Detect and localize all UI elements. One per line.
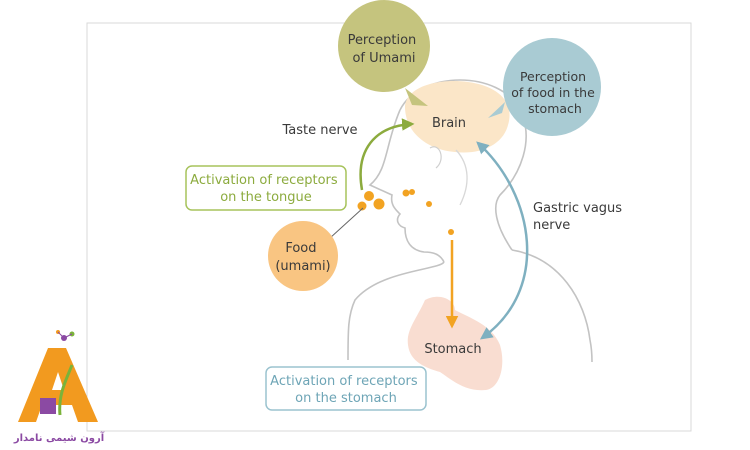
- brain-stem: [455, 149, 468, 206]
- gastric-vagus-line2: nerve: [533, 218, 570, 233]
- brain-label: Brain: [432, 116, 466, 131]
- svg-text:Activation of receptors on: Activation of receptors on the tongue: [190, 173, 342, 205]
- stomach-receptors-line1: Activation of receptors: [270, 374, 418, 389]
- ear-outline: [429, 146, 442, 169]
- perception-stomach-line2: of food in the: [511, 85, 595, 100]
- svg-text:Perception of Umami: Perception of Umami: [348, 33, 421, 66]
- svg-text:Gastric vagus nerve: Gastric vagus nerve: [533, 201, 626, 233]
- food-pointer-line: [329, 207, 364, 239]
- umami-pointer: [405, 88, 428, 106]
- taste-nerve-label: Taste nerve: [281, 123, 357, 138]
- svg-text:Perception of food in the: Perception of food in the stomach: [511, 69, 599, 116]
- perception-stomach-line3: stomach: [528, 101, 582, 116]
- taste-nerve-arrow: [359, 118, 415, 191]
- tongue-receptors-line2: on the tongue: [220, 190, 312, 205]
- perception-umami-line2: of Umami: [352, 51, 415, 66]
- stomach-shape: [407, 296, 503, 391]
- gastric-vagus-line1: Gastric vagus: [533, 201, 622, 216]
- perception-stomach-circle: [503, 38, 601, 136]
- stomach-label: Stomach: [424, 342, 481, 357]
- gastric-vagus-arrow: [476, 141, 529, 340]
- stomach-receptors-line2: on the stomach: [295, 391, 397, 406]
- logo-text: آرون شیمی نامدار: [13, 431, 105, 444]
- perception-umami-line1: Perception: [348, 33, 417, 48]
- tongue-receptors-line1: Activation of receptors: [190, 173, 338, 188]
- tongue-receptors-box: [185, 165, 347, 211]
- perception-umami-circle: [338, 0, 430, 92]
- brain-shape: [405, 81, 510, 153]
- food-line2: (umami): [275, 259, 330, 274]
- stomach-receptors-box: [265, 366, 427, 411]
- svg-text:Food (umami): Food (umami): [275, 241, 330, 274]
- stomach-perception-pointer: [488, 102, 505, 118]
- food-line1: Food: [285, 241, 316, 256]
- food-particles: [357, 189, 454, 235]
- food-circle: [268, 221, 338, 291]
- company-logo: آرون شیمی نامدار: [13, 330, 105, 444]
- perception-stomach-line1: Perception: [520, 69, 586, 84]
- svg-text:Activation of receptors on: Activation of receptors on the stomach: [270, 374, 422, 406]
